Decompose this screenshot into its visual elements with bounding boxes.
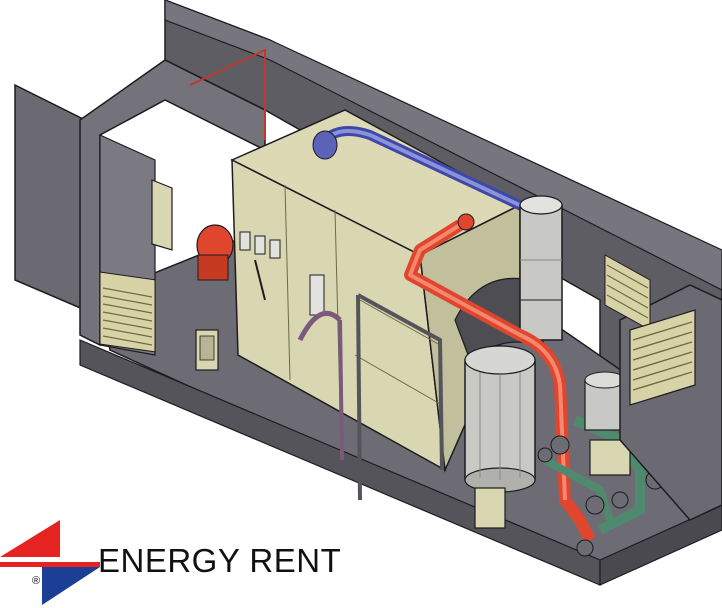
gas-train [239, 231, 281, 301]
safety-valve [297, 274, 344, 461]
circulation-pump [584, 371, 631, 476]
right-louver-front [629, 309, 696, 406]
container-base-rail-right [599, 504, 722, 586]
control-panel [151, 179, 173, 251]
flue-stack [519, 204, 563, 341]
pressure-gauge [457, 213, 475, 231]
logo-mark-icon [0, 520, 100, 605]
boiler-frame-rail [357, 293, 444, 471]
left-louver [99, 271, 156, 353]
registered-mark: ® [32, 575, 41, 587]
expansion-valve [312, 130, 338, 160]
left-louver-slats [102, 287, 153, 346]
brand-name: ENERGY RENT [98, 542, 342, 579]
left-end-frame [79, 59, 266, 347]
tank-foot [474, 487, 506, 529]
left-door [14, 83, 86, 312]
thin-supply-line [189, 48, 266, 140]
burner [196, 224, 234, 281]
right-louver-back-slats [606, 264, 649, 319]
right-louver-front-slats [632, 321, 693, 391]
green-pipe [572, 415, 645, 535]
brand-logo: ® ENERGY RENT [0, 515, 342, 608]
container-roof-edge [164, 0, 722, 291]
